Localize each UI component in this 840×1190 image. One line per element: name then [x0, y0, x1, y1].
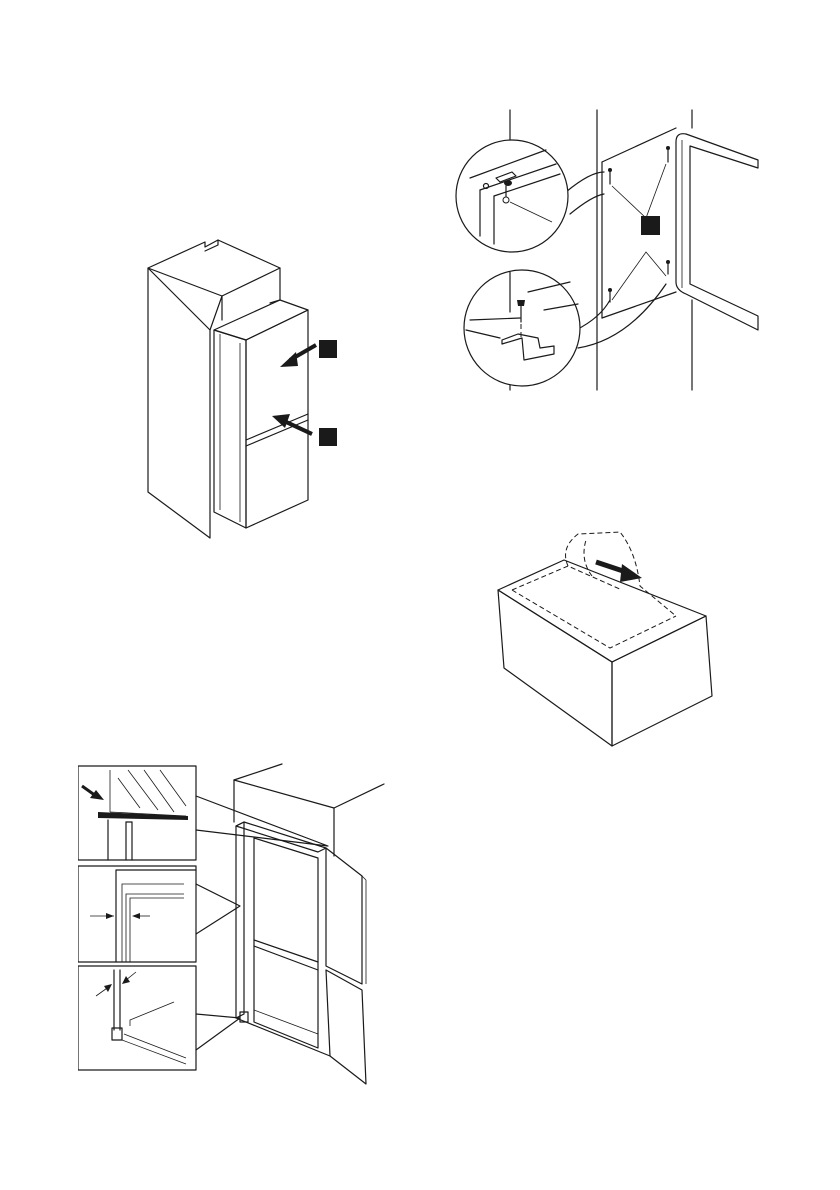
detail-circle-top: [456, 140, 568, 252]
figure-adhesive-strip-removal: [494, 530, 716, 752]
detail-panel-bottom: [78, 966, 196, 1070]
screw-bottom-right: [666, 260, 670, 274]
adhesive-tape: [512, 532, 676, 648]
screw-top-left: [608, 168, 612, 184]
detail-circle-bottom: [464, 270, 580, 386]
figure-door-seal-alignment: [78, 760, 388, 1096]
open-door: [676, 134, 758, 330]
push-arrow-lower: [272, 414, 312, 434]
detail-panel-top: [78, 766, 196, 860]
box: [498, 560, 712, 746]
figure-door-hinge-screws: [450, 108, 760, 392]
callout-marker-2: [319, 428, 337, 446]
screw-top-right: [666, 146, 670, 162]
detail-panel-middle: [78, 866, 196, 962]
callout-marker-3: [641, 216, 660, 235]
callout-marker-1: [319, 340, 337, 358]
appliance-body: [214, 300, 308, 528]
figure-cabinet-insertion: [140, 232, 350, 542]
open-door: [326, 848, 366, 1084]
appliance-frame: [236, 822, 330, 1056]
peel-arrow: [596, 562, 642, 582]
push-arrow-upper: [280, 345, 316, 367]
